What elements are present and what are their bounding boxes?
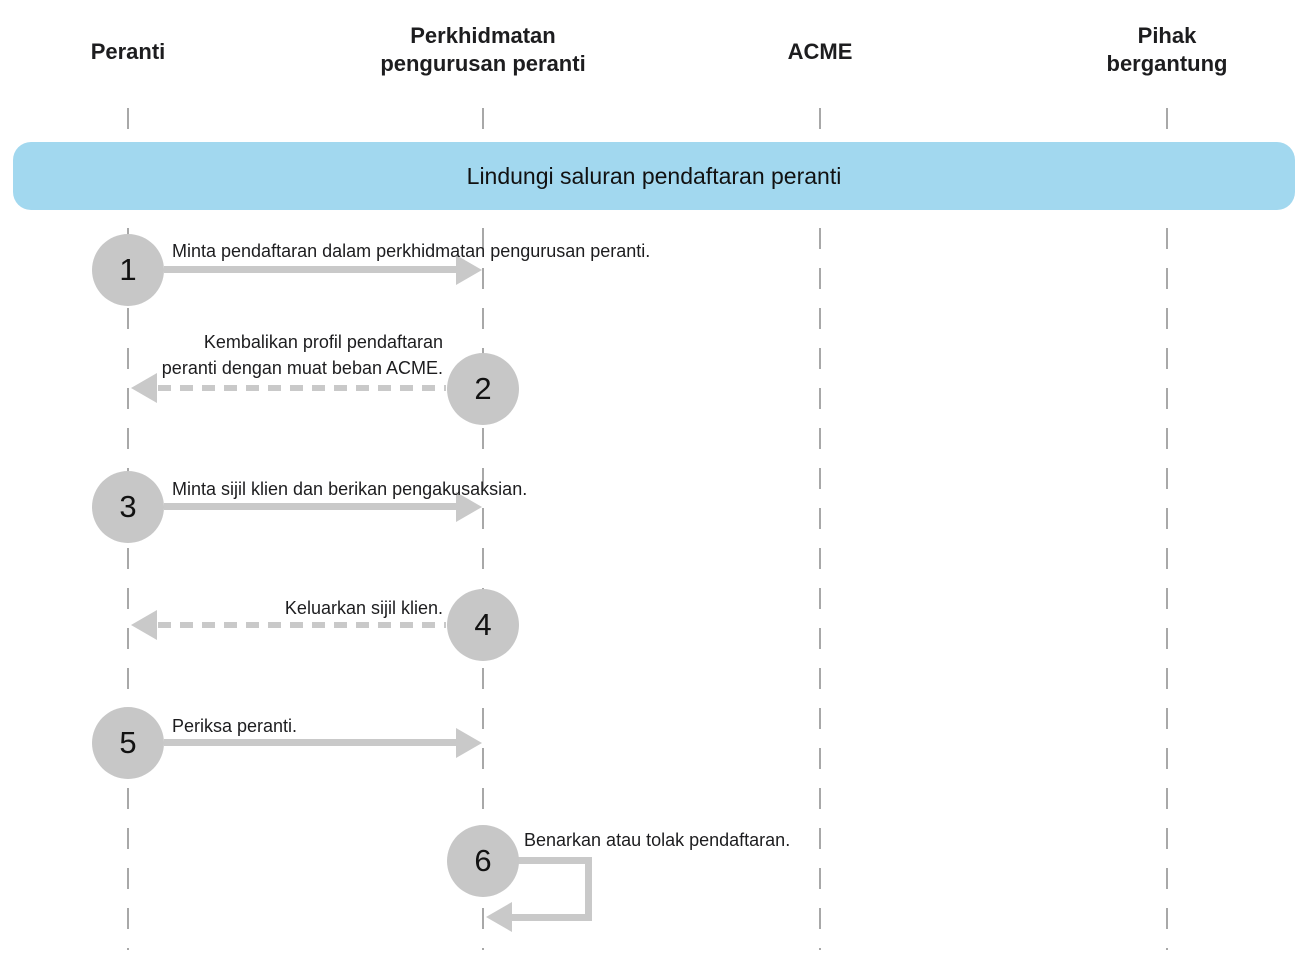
arrowhead-right-icon (456, 492, 482, 522)
actor-perkhidmatan: Perkhidmatan pengurusan peranti (380, 22, 585, 78)
step-5-label: Periksa peranti. (172, 716, 298, 736)
step-4-arrow-line (158, 622, 446, 628)
arrowhead-right-icon (456, 255, 482, 285)
actor-label-line: pengurusan peranti (380, 51, 586, 76)
lifeline-acme (819, 108, 821, 950)
step-3-arrow-line (164, 503, 457, 510)
actor-label-line: Perkhidmatan (410, 23, 556, 48)
step-6-loop-right (585, 857, 592, 921)
step-number: 2 (474, 371, 492, 406)
step-number: 3 (119, 489, 137, 524)
step-1-label: Minta pendaftaran dalam perkhidmatan pen… (172, 241, 651, 261)
step-4-number-badge: 4 (447, 589, 519, 661)
arrowhead-left-icon (131, 610, 157, 640)
actor-label-line: bergantung (1106, 51, 1228, 76)
step-2-label: Kembalikan profil pendaftaran peranti de… (162, 329, 443, 381)
step-4-label: Keluarkan sijil klien. (284, 598, 443, 618)
step-number: 4 (474, 607, 492, 642)
actor-label-line: ACME (787, 39, 853, 64)
banner-lindungi-saluran: Lindungi saluran pendaftaran peranti (13, 142, 1295, 210)
step-2-label-line2: peranti dengan muat beban ACME. (161, 358, 443, 378)
step-3-label: Minta sijil klien dan berikan pengakusak… (172, 479, 528, 499)
step-number: 5 (119, 725, 137, 760)
actor-label-line: Peranti (90, 39, 166, 64)
step-1-number-badge: 1 (92, 234, 164, 306)
step-2-number-badge: 2 (447, 353, 519, 425)
banner-label: Lindungi saluran pendaftaran peranti (466, 162, 842, 189)
step-5-arrow-line (164, 739, 457, 746)
step-6-loop-top (517, 857, 592, 864)
step-6-loop-bottom (510, 914, 592, 921)
actor-pihak-bergantung: Pihak bergantung (1107, 22, 1228, 78)
step-6-label: Benarkan atau tolak pendaftaran. (524, 830, 791, 850)
step-number: 1 (119, 252, 137, 287)
step-number: 6 (474, 843, 492, 878)
step-2-arrow-line (158, 385, 446, 391)
step-2-label-line1: Kembalikan profil pendaftaran (203, 332, 443, 352)
step-6-number-badge: 6 (447, 825, 519, 897)
step-1-arrow-line (164, 266, 457, 273)
actor-peranti: Peranti (91, 38, 166, 66)
arrowhead-right-icon (456, 728, 482, 758)
lifeline-pihak-bergantung (1166, 108, 1168, 950)
actor-label-line: Pihak (1137, 23, 1197, 48)
arrowhead-left-icon (486, 902, 512, 932)
step-5-number-badge: 5 (92, 707, 164, 779)
arrowhead-left-icon (131, 373, 157, 403)
actor-acme: ACME (788, 38, 853, 66)
step-3-number-badge: 3 (92, 471, 164, 543)
lifeline-perkhidmatan (482, 108, 484, 950)
